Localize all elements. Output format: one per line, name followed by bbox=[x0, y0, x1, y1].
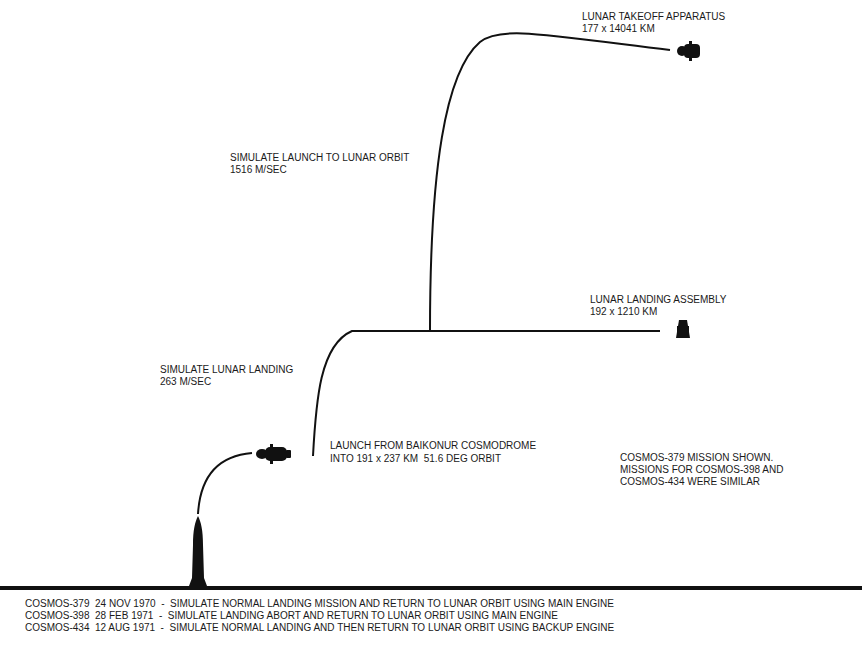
launch-trajectory bbox=[430, 33, 670, 331]
delta-v: 263 M/SEC bbox=[160, 376, 211, 388]
mission-list-item: COSMOS-434 12 AUG 1971 - SIMULATE NORMAL… bbox=[25, 622, 614, 634]
landing-assembly-icon bbox=[676, 320, 690, 338]
ascent-trajectory bbox=[198, 453, 252, 514]
maneuver-label: SIMULATE LAUNCH TO LUNAR ORBIT bbox=[230, 152, 409, 164]
launch-note: LAUNCH FROM BAIKONUR COSMODROME bbox=[330, 440, 536, 452]
landing-trajectory bbox=[313, 331, 660, 456]
ground-line bbox=[0, 586, 862, 590]
mission-note: COSMOS-379 MISSION SHOWN. MISSIONS FOR C… bbox=[620, 452, 798, 488]
orbit-note: INTO 191 x 237 KM 51.6 DEG ORBIT bbox=[330, 453, 501, 465]
mission-list-item: COSMOS-379 24 NOV 1970 - SIMULATE NORMAL… bbox=[25, 598, 614, 610]
maneuver-label: SIMULATE LUNAR LANDING bbox=[160, 364, 293, 376]
module-name: LUNAR TAKEOFF APPARATUS bbox=[582, 11, 725, 23]
spacecraft-icon bbox=[256, 444, 291, 464]
mission-list-item: COSMOS-398 28 FEB 1971 - SIMULATE LANDIN… bbox=[25, 610, 558, 622]
delta-v: 1516 M/SEC bbox=[230, 164, 287, 176]
takeoff-apparatus-icon bbox=[677, 41, 700, 61]
module-name: LUNAR LANDING ASSEMBLY bbox=[590, 294, 727, 306]
orbit-dimension: 192 x 1210 KM bbox=[590, 306, 657, 318]
orbit-dimension: 177 x 14041 KM bbox=[582, 23, 655, 35]
launch-vehicle bbox=[189, 516, 207, 586]
